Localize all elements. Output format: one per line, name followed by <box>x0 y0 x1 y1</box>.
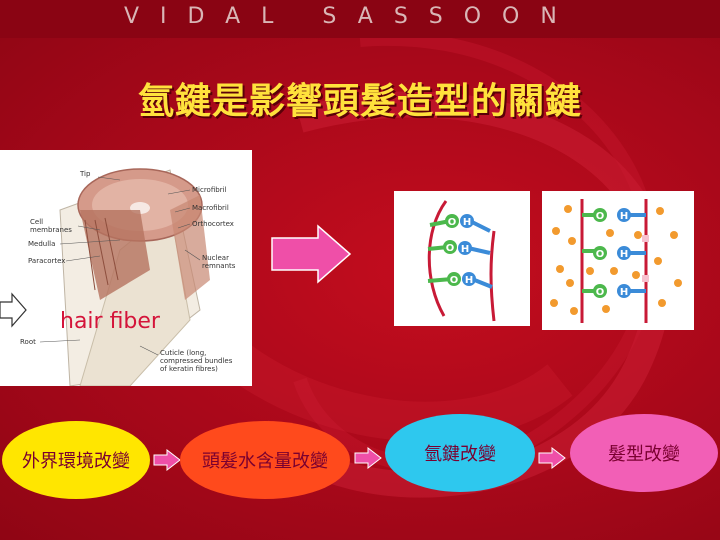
label-paracortex: Paracortex <box>28 257 65 265</box>
hydrogen-atom-4: H <box>620 211 628 222</box>
hydrogen-atom-5: H <box>620 249 628 260</box>
label-cell-membranes: Cell <box>30 218 43 226</box>
flow-arrow-icon <box>153 449 181 471</box>
label-medulla: Medulla <box>28 240 55 248</box>
flow-step-hydrogen-bond-change: 氫鍵改變 <box>385 414 535 492</box>
flow-arrow-icon <box>354 447 382 469</box>
label-orthocortex: Orthocortex <box>192 220 234 228</box>
label-cuticle: Cuticle (long, <box>160 349 206 357</box>
hydrogen-bond-panel: O H O H O H <box>394 191 530 326</box>
oxygen-atom-4: O <box>596 211 605 222</box>
hydrogen-atom-3: H <box>465 275 473 286</box>
oxygen-atom-5: O <box>596 249 605 260</box>
oxygen-atom-6: O <box>596 287 605 298</box>
label-nuclear: Nuclear <box>202 254 229 262</box>
flow-arrow-icon <box>538 447 566 469</box>
label-microfibril: Microfibril <box>192 186 227 194</box>
label-cuticle-2: compressed bundles <box>160 357 233 365</box>
hydrogen-bond-water-panel: O H O H O H <box>542 191 694 330</box>
oxygen-atom-1: O <box>448 217 457 228</box>
hair-fiber-diagram: Tip Cell membranes Medulla Paracortex Ro… <box>0 150 252 386</box>
brand-logo-text: VIDAL SASSOON <box>124 4 578 29</box>
label-root: Root <box>20 338 36 346</box>
flow-step-environment-change: 外界環境改變 <box>2 421 150 499</box>
hydrogen-atom-6: H <box>620 287 628 298</box>
top-banner: VIDAL SASSOON <box>0 0 720 38</box>
hair-fiber-caption: hair fiber <box>60 309 161 334</box>
label-cuticle-3: of keratin fibres) <box>160 365 218 373</box>
slide-title: 氫鍵是影響頭髮造型的關鍵 <box>137 80 582 122</box>
flow-step-water-content-change: 頭髮水含量改變 <box>180 421 350 499</box>
pink-right-arrow-icon <box>271 224 352 284</box>
hydrogen-atom-1: H <box>463 217 471 228</box>
label-nuclear-2: remnants <box>202 262 236 270</box>
outline-arrow-icon <box>0 292 27 328</box>
hydrogen-atom-2: H <box>461 244 469 255</box>
label-macrofibril: Macrofibril <box>192 204 229 212</box>
oxygen-atom-3: O <box>450 275 459 286</box>
flow-step-hairstyle-change: 髮型改變 <box>570 414 718 492</box>
oxygen-atom-2: O <box>446 243 455 254</box>
label-tip: Tip <box>79 170 91 178</box>
label-cell-membranes-2: membranes <box>30 226 72 234</box>
